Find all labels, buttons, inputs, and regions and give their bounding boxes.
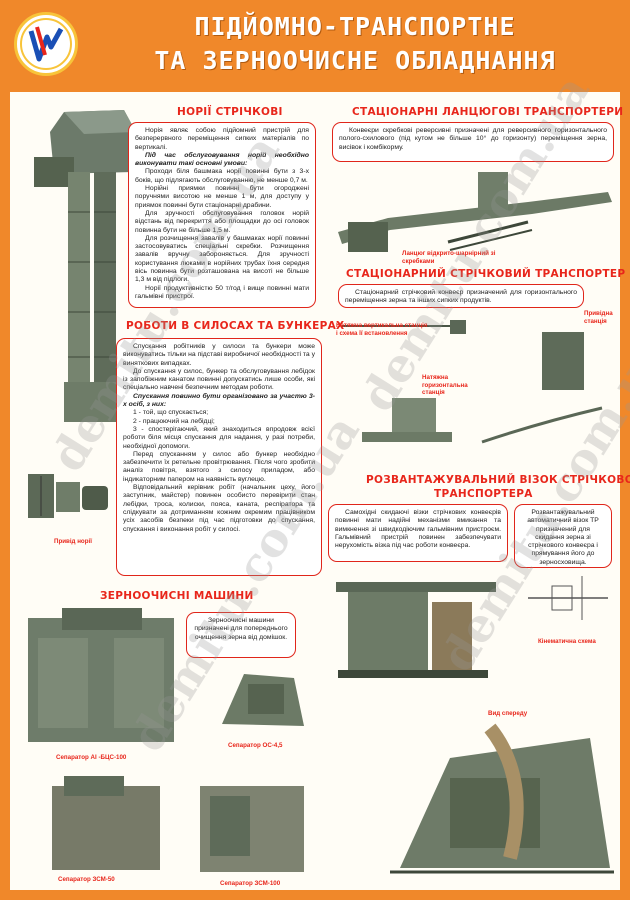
- caption-separator-os: Сепаратор ОС-4,5: [228, 742, 283, 749]
- robota-para-5: 2 - працюючий на лебідці;: [133, 417, 215, 425]
- norii-para-3: Проходи біля башмака норії повинні бути …: [135, 168, 309, 184]
- caption-elevator-drive: Привід норії: [54, 538, 92, 545]
- text-box-norii: Норія являє собою підйомний пристрій для…: [128, 122, 316, 308]
- text-box-vizok-left: Самохідні скидаючі візки стрічкових конв…: [328, 504, 508, 562]
- caption-vertical-station-text: Натяжна вертикальна станція і схема її в…: [336, 322, 428, 337]
- separator-zsm100-illustration: [200, 786, 304, 872]
- kinematic-scheme-illustration: [528, 576, 608, 620]
- robota-para-1: Спускання робітників у силоси та бункери…: [123, 343, 315, 367]
- caption-separator-zsm50: Сепаратор ЗСМ-50: [58, 876, 115, 883]
- heading-strichkovyi: СТАЦІОНАРНИЙ СТРІЧКОВИЙ ТРАНСПОРТЕР: [346, 268, 626, 280]
- cart-front-view-illustration: [390, 723, 614, 874]
- elevator-drive-illustration: [28, 474, 108, 518]
- caption-vertical-station: Натяжна вертикальна станція і схема її в…: [336, 322, 428, 337]
- logo-emblem-icon: [20, 18, 72, 70]
- caption-separator-ai: Сепаратор АІ -БЦС-100: [56, 754, 127, 761]
- robota-para-2: До спускання у силос, бункер та обслугов…: [123, 367, 315, 392]
- logo: [14, 12, 78, 76]
- norii-para-6: Для розчищення завалів у башмаках норії …: [135, 234, 309, 284]
- separator-os-illustration: [222, 674, 304, 726]
- heading-robota: РОБОТИ В СИЛОСАХ ТА БУНКЕРАХ: [126, 320, 345, 332]
- elevator-illustration: [34, 110, 136, 422]
- text-box-strichkovyi: Стаціонарний стрічковий конвеєр призначе…: [338, 284, 584, 308]
- caption-drive-station: Привідна станція: [584, 310, 613, 325]
- heading-vizok-1: РОЗВАНТАЖУВАЛЬНИЙ ВІЗОК СТРІЧКОВОГО: [366, 474, 630, 486]
- norii-para-4: Норійні приямки повинні бути огороджені …: [135, 185, 309, 209]
- poster-panel: НОРІЇ СТРІЧКОВІ Норія являє собою підйом…: [10, 66, 630, 890]
- text-box-mashyny: Зерноочисні машини призначені для попере…: [186, 612, 296, 658]
- norii-para-5: Для зручності обслуговування головок нор…: [135, 209, 309, 234]
- text-box-robota: Спускання робітників у силоси та бункери…: [116, 338, 322, 576]
- heading-lantsyugovi: СТАЦІОНАРНІ ЛАНЦЮГОВІ ТРАНСПОРТЕРИ: [352, 106, 624, 118]
- separator-ai-illustration: [28, 608, 174, 742]
- unloading-cart-illustration: [336, 582, 496, 678]
- caption-front-view: Вид спереду: [488, 710, 528, 717]
- norii-para-7: Норії продуктивністю 50 т/год і вище пов…: [135, 284, 309, 300]
- header: ПІДЙОМНО-ТРАНСПОРТНЕ ТА ЗЕРНООЧИСНЕ ОБЛА…: [0, 0, 630, 92]
- vizok-text-right: Розвантажувальний автоматичний візок ТР …: [527, 509, 599, 566]
- separator-zsm50-illustration: [52, 776, 160, 870]
- vizok-text-left: Самохідні скидаючі візки стрічкових конв…: [335, 509, 501, 550]
- text-box-vizok-right: Розвантажувальний автоматичний візок ТР …: [514, 504, 612, 568]
- robota-para-6: 3 - спостерігаючий, який знаходиться впр…: [123, 425, 315, 450]
- robota-para-4: 1 - той, що спускається;: [133, 409, 209, 417]
- caption-horizontal-station: Натяжна горизонтальна станція: [422, 374, 468, 396]
- robota-para-8: Відповідальний керівник робіт (начальник…: [123, 484, 315, 533]
- text-box-lantsyugovi: Конвеєри скребкові реверсивні призначені…: [332, 122, 614, 162]
- heading-vizok-2: ТРАНСПОРТЕРА: [434, 488, 533, 500]
- page-title: ПІДЙОМНО-ТРАНСПОРТНЕ ТА ЗЕРНООЧИСНЕ ОБЛА…: [90, 10, 620, 78]
- title-line-1: ПІДЙОМНО-ТРАНСПОРТНЕ: [194, 12, 516, 41]
- title-line-2: ТА ЗЕРНООЧИСНЕ ОБЛАДНАННЯ: [154, 46, 556, 75]
- caption-kinematic: Кінематична схема: [538, 638, 596, 645]
- heading-norii: НОРІЇ СТРІЧКОВІ: [177, 106, 283, 118]
- strichkovyi-text: Стаціонарний стрічковий конвеєр призначе…: [345, 289, 577, 305]
- norii-para-1: Норія являє собою підйомний пристрій для…: [135, 127, 309, 151]
- lantsyugovi-text: Конвеєри скребкові реверсивні призначені…: [339, 127, 607, 151]
- caption-chain: Ланцюг відкрито-шарнірний зі скребками: [402, 250, 496, 265]
- robota-para-3: Спускання повинно бути організовано за у…: [123, 392, 315, 409]
- mashyny-text: Зерноочисні машини призначені для попере…: [194, 617, 288, 641]
- norii-para-2: Під час обслуговування норій необхідно в…: [135, 151, 309, 168]
- robota-para-7: Перед спусканням у силос або бункер необ…: [123, 450, 315, 483]
- caption-separator-zsm100: Сепаратор ЗСМ-100: [220, 880, 281, 887]
- heading-mashyny: ЗЕРНООЧИСНІ МАШИНИ: [100, 590, 254, 602]
- belt-conveyor-illustration: [342, 320, 603, 444]
- chain-conveyor-illustration: [338, 172, 612, 252]
